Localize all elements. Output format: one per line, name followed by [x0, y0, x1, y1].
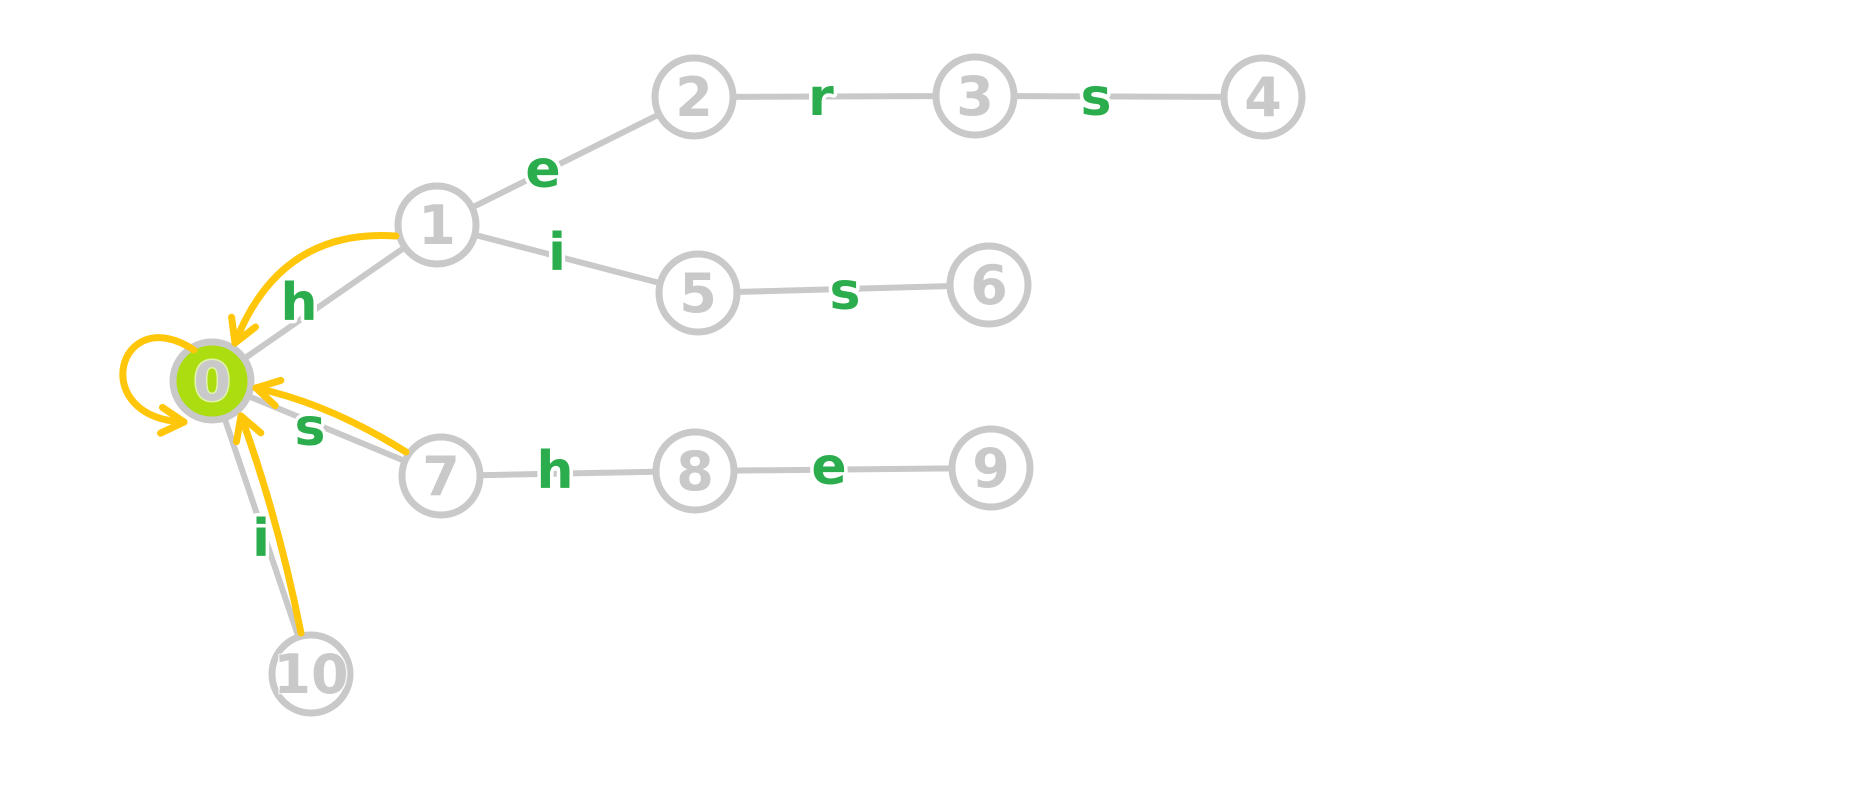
node-3: [932, 53, 1018, 139]
node-2: [651, 54, 737, 140]
edge-label-3-4-s: s: [1081, 68, 1112, 128]
tree-edge-0-1: [210, 222, 439, 384]
node-label-3: 3: [956, 65, 994, 128]
failure-arrowhead-1-0-wing0: [231, 323, 259, 347]
failure-arrowhead-1-0-wing1: [228, 313, 239, 347]
node-6: [946, 242, 1032, 328]
failure-arrowhead-7-0-wing1: [252, 376, 285, 392]
failure-arrowhead-7-0-wing0: [252, 384, 279, 410]
node-label-7: 7: [422, 445, 460, 508]
edge-label-1-5-i: i: [548, 223, 566, 283]
failure-edge-7-0: [252, 384, 410, 456]
node-7: [398, 433, 484, 519]
tree-edge-0-10: [209, 380, 314, 675]
edge-label-0-7-s: s: [295, 398, 326, 458]
failure-edge-0-0: [119, 334, 198, 426]
failure-edge-1-0: [231, 231, 400, 347]
tree-edge-5-6: [697, 282, 990, 296]
node-labels-layer: 0 1 2 3 4 5 6 7 8 9 10: [192, 64, 1284, 708]
node-9: [948, 425, 1034, 511]
edge-label-2-3-r: r: [808, 68, 834, 128]
edge-label-5-6-s: s: [830, 262, 861, 322]
node-5: [655, 250, 741, 336]
node-label-4: 4: [1244, 66, 1282, 129]
node-label-6: 6: [970, 254, 1008, 317]
tree-edge-1-2: [435, 94, 696, 228]
edge-label-0-10-i: i: [252, 509, 270, 569]
failure-arrowhead-10-0-wing1: [237, 412, 265, 437]
edge-label-1-2-e: e: [525, 140, 560, 200]
edge-label-0-1-h: h: [280, 273, 317, 333]
node-label-1: 1: [418, 194, 456, 257]
node-4: [1220, 54, 1306, 140]
edge-label-8-9-e: e: [811, 437, 846, 497]
edge-label-7-8-h: h: [536, 441, 573, 501]
failure-arrowhead-0-0-wing1: [157, 418, 188, 437]
failure-arrowhead-0-0-wing0: [158, 403, 188, 426]
tree-edge-8-9: [694, 465, 992, 474]
failure-edges-layer: [119, 231, 410, 637]
failure-arrowhead-10-0-wing0: [232, 412, 245, 446]
tree-edge-3-4: [974, 93, 1264, 100]
failure-edge-10-0: [237, 412, 305, 637]
tree-edge-2-3: [693, 93, 976, 100]
node-1: [394, 182, 480, 268]
node-label-8: 8: [676, 440, 714, 503]
node-10: [268, 631, 354, 717]
node-label-2: 2: [675, 66, 713, 129]
node-label-5: 5: [679, 262, 717, 325]
node-label-0: 0: [193, 350, 231, 413]
nodes-layer: [169, 53, 1306, 717]
node-label-9: 9: [972, 437, 1010, 500]
tree-edge-1-5: [436, 222, 699, 296]
tree-edges-layer: [209, 93, 1264, 675]
node-8: [652, 428, 738, 514]
node-0-active: [169, 338, 255, 424]
node-label-10: 10: [273, 643, 348, 706]
